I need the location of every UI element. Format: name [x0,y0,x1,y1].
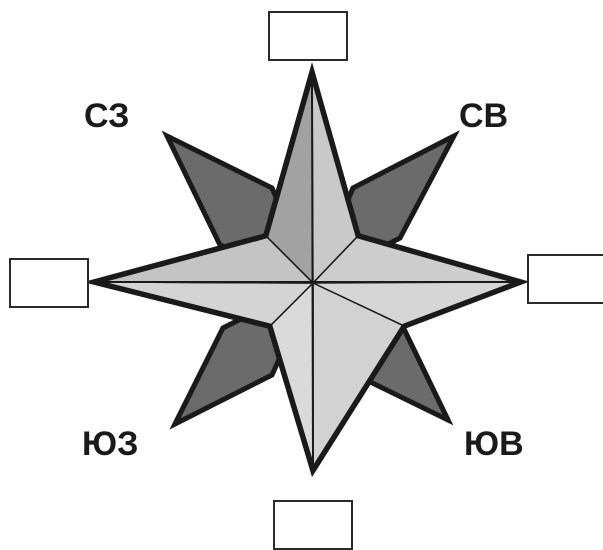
label-southeast: ЮВ [464,427,524,461]
south-answer-box[interactable] [273,500,353,550]
label-northwest: СЗ [84,99,129,133]
label-southwest: ЮЗ [82,427,138,461]
west-answer-box[interactable] [9,258,89,308]
vertical-axis [312,76,313,466]
east-answer-box[interactable] [527,254,603,304]
north-answer-box[interactable] [268,11,348,61]
label-northeast: СВ [459,99,508,133]
